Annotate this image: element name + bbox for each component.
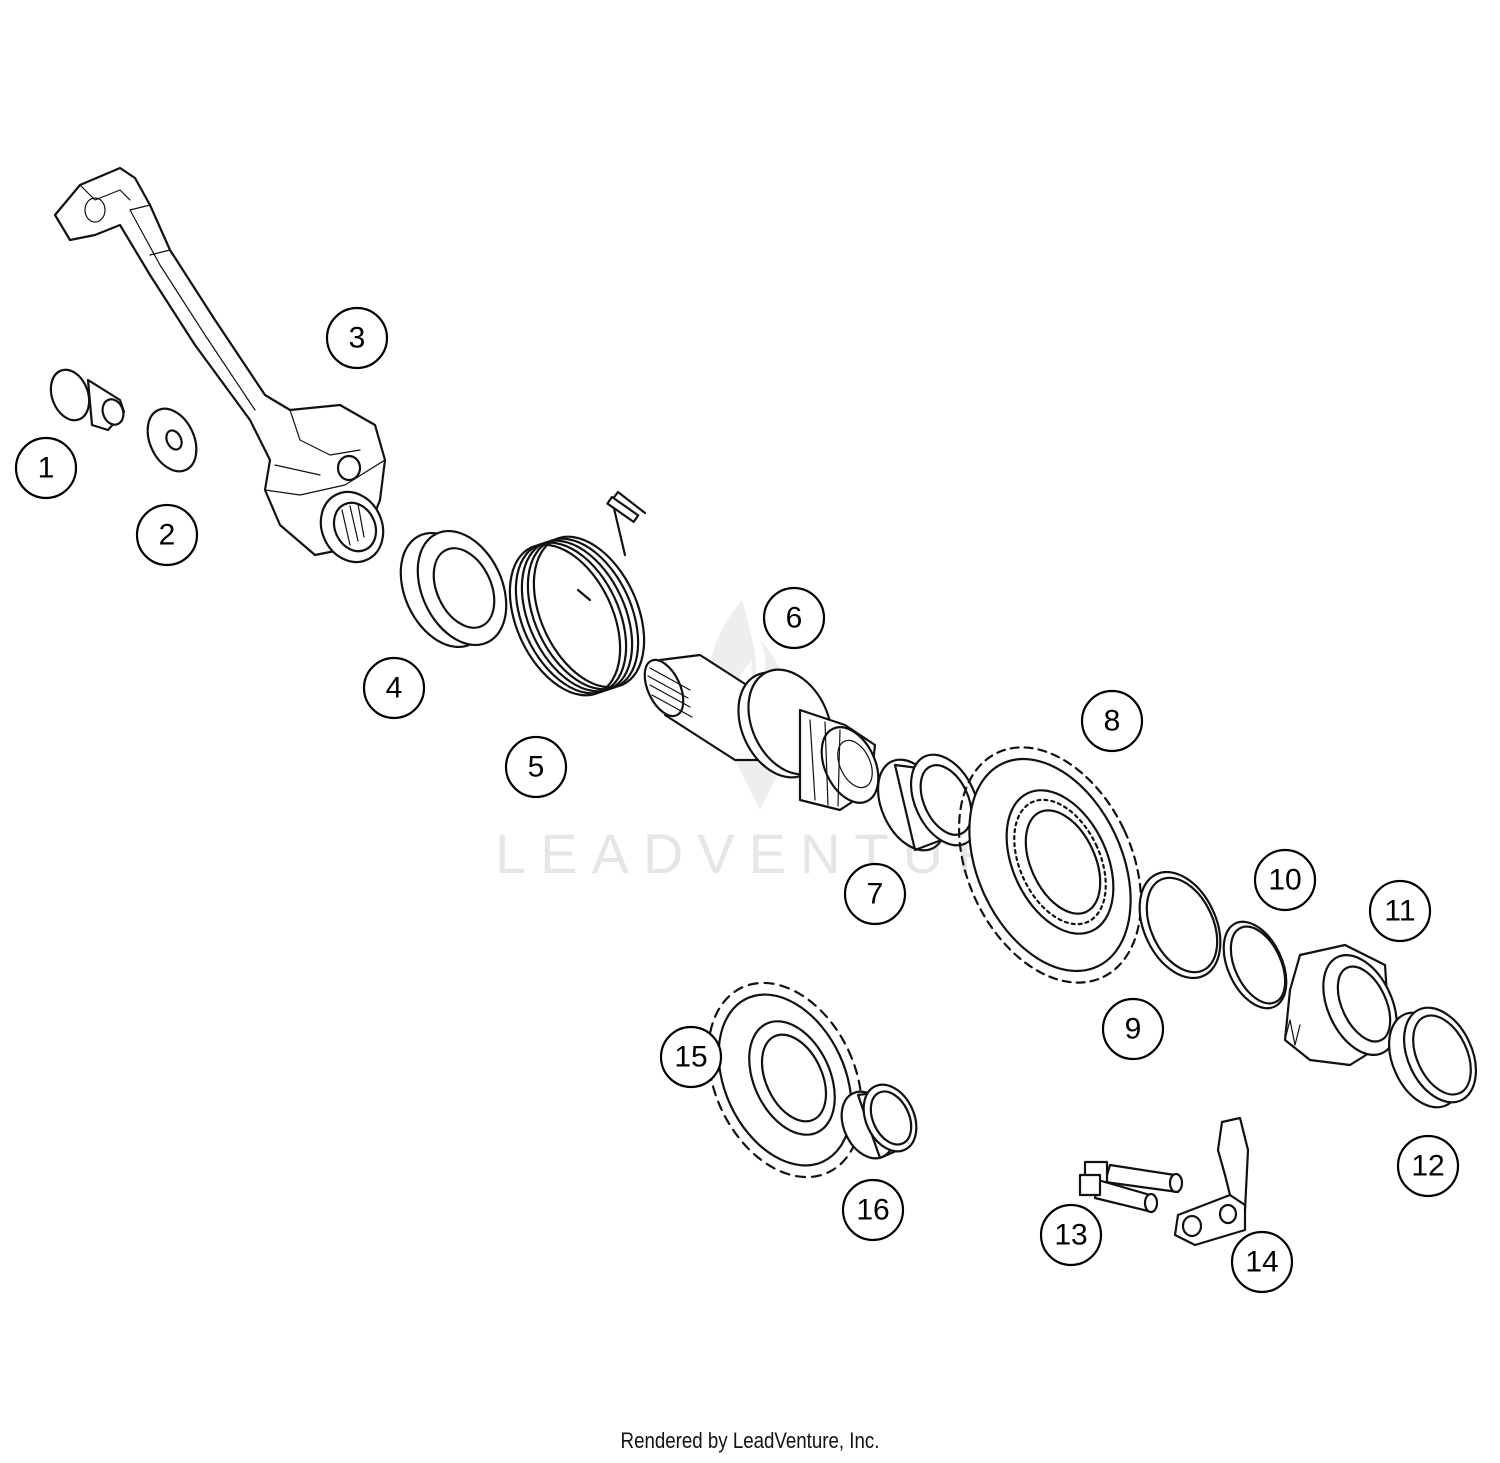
callout-10: 10 xyxy=(1253,848,1317,912)
part-13-bolts xyxy=(1078,1160,1184,1214)
callout-15: 15 xyxy=(659,1025,723,1089)
callout-4: 4 xyxy=(362,656,426,720)
footer-credit: Rendered by LeadVenture, Inc. xyxy=(620,1428,880,1453)
callout-3: 3 xyxy=(325,306,389,370)
svg-text:5: 5 xyxy=(528,751,545,784)
callout-8: 8 xyxy=(1080,689,1144,753)
callout-16: 16 xyxy=(841,1178,905,1242)
part-14-ratchet-guide xyxy=(1173,1116,1250,1247)
callout-13: 13 xyxy=(1039,1203,1103,1267)
svg-text:3: 3 xyxy=(349,322,366,355)
part-5-kick-starter-spring xyxy=(508,490,647,697)
part-16-bushing xyxy=(840,1083,918,1160)
callout-2: 2 xyxy=(135,503,199,567)
part-3-kick-starter-lever xyxy=(53,166,387,564)
part-9-thrust-washer xyxy=(1138,870,1222,980)
part-8-kick-starter-gear xyxy=(957,746,1143,984)
svg-text:9: 9 xyxy=(1125,1013,1142,1046)
svg-text:4: 4 xyxy=(386,672,403,705)
svg-text:13: 13 xyxy=(1054,1219,1087,1252)
svg-text:14: 14 xyxy=(1245,1246,1278,1279)
svg-text:8: 8 xyxy=(1104,705,1121,738)
callout-7: 7 xyxy=(843,862,907,926)
svg-text:6: 6 xyxy=(786,602,803,635)
callout-6: 6 xyxy=(762,586,826,650)
part-7-bushing xyxy=(876,753,981,852)
callout-1: 1 xyxy=(14,436,78,500)
part-10-circlip xyxy=(1222,920,1288,1010)
part-2-washer xyxy=(146,407,198,473)
svg-text:10: 10 xyxy=(1268,864,1301,897)
svg-text:7: 7 xyxy=(867,878,884,911)
callout-14: 14 xyxy=(1230,1230,1294,1294)
callout-5: 5 xyxy=(504,735,568,799)
callout-12: 12 xyxy=(1396,1134,1460,1198)
part-11-ratchet-gear xyxy=(1283,943,1398,1067)
svg-text:11: 11 xyxy=(1384,895,1415,928)
svg-text:1: 1 xyxy=(38,452,55,485)
callout-11: 11 xyxy=(1368,879,1432,943)
svg-text:2: 2 xyxy=(159,519,176,552)
svg-text:15: 15 xyxy=(674,1041,707,1074)
part-15-intermediate-gear xyxy=(707,981,863,1179)
callout-9: 9 xyxy=(1101,997,1165,1061)
part-12-bearing-ring xyxy=(1388,1006,1477,1109)
svg-text:16: 16 xyxy=(856,1194,889,1227)
part-6-kick-starter-shaft xyxy=(643,653,880,812)
part-1-bolt xyxy=(49,368,126,432)
svg-text:12: 12 xyxy=(1411,1150,1444,1183)
part-4-shaft-seal xyxy=(399,529,508,649)
